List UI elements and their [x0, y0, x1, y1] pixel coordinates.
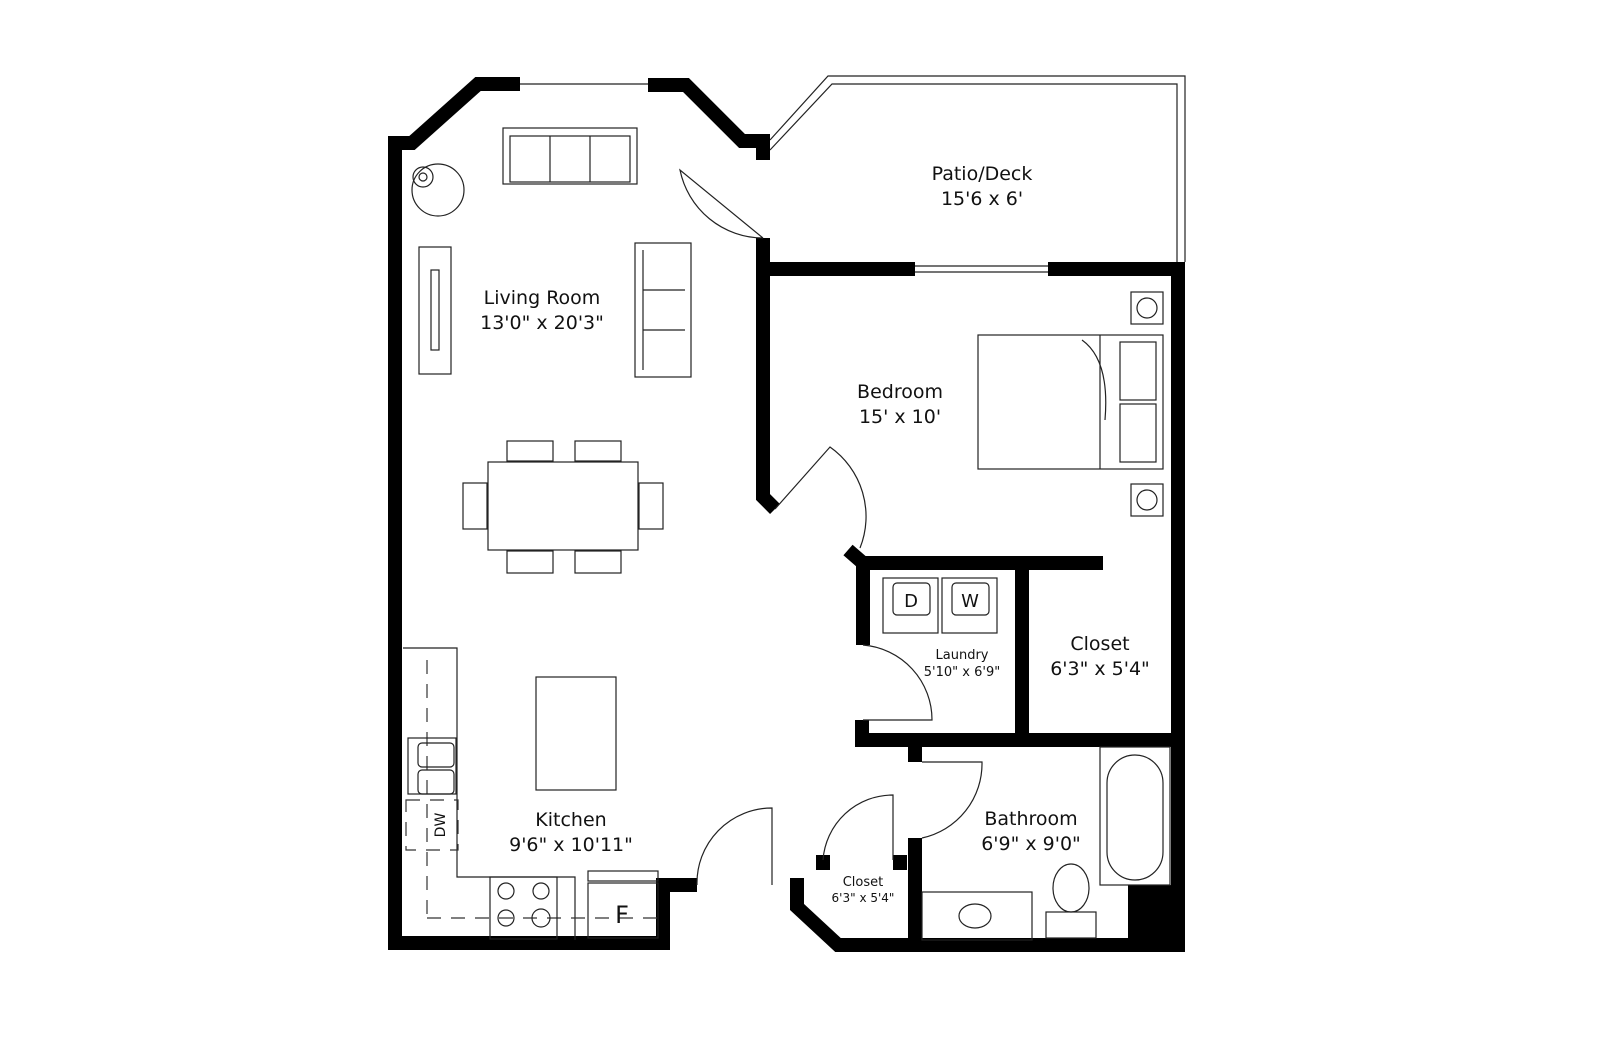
living-room-size: 13'0" x 20'3" [480, 312, 604, 334]
doors[interactable] [679, 168, 983, 886]
dishwasher [405, 799, 459, 851]
bathtub [1099, 746, 1171, 886]
vanity [921, 891, 1033, 941]
floor-lamp [411, 163, 465, 217]
kitchen-counter [403, 647, 660, 940]
washer-label: W [961, 591, 979, 612]
dryer [882, 577, 939, 634]
kitchen-size: 9'6" x 10'11" [509, 834, 633, 856]
kitchen-name: Kitchen [535, 809, 606, 831]
closet-size: 6'3" x 5'4" [1050, 658, 1150, 680]
bathroom-size: 6'9" x 9'0" [981, 833, 1081, 855]
patio-outline [769, 75, 1186, 262]
dining-table [462, 440, 664, 574]
patio-door [679, 168, 764, 239]
entry-door [696, 807, 773, 886]
walls [388, 77, 1185, 952]
windows [520, 83, 1048, 273]
fridge [587, 870, 659, 939]
bedroom-door [774, 446, 867, 549]
washer [941, 577, 998, 634]
patio-size: 15'6 x 6' [941, 188, 1023, 210]
bathroom-name: Bathroom [984, 808, 1077, 830]
entry-closet-size: 6'3" x 5'4" [832, 891, 895, 905]
bathroom-door [921, 761, 983, 839]
loveseat [634, 242, 692, 378]
laundry-name: Laundry [936, 648, 989, 663]
closet-door [822, 794, 894, 861]
sofa [502, 127, 638, 185]
bedroom-size: 15' x 10' [859, 406, 941, 428]
kitchen-island [535, 676, 617, 791]
nightstand-bottom [1130, 483, 1164, 517]
dishwasher-label: DW [433, 813, 449, 838]
bedroom-name: Bedroom [857, 381, 943, 403]
laundry-size: 5'10" x 6'9" [924, 665, 1000, 680]
entry-closet-name: Closet [843, 875, 884, 890]
sink [407, 737, 457, 795]
fridge-label: F [615, 901, 629, 929]
living-room-name: Living Room [484, 287, 601, 309]
bed [977, 334, 1164, 470]
patio-name: Patio/Deck [932, 163, 1033, 185]
closet-name: Closet [1070, 633, 1129, 655]
stove [489, 876, 558, 940]
toilet [1045, 863, 1097, 939]
furniture [403, 127, 1171, 941]
laundry-door [862, 644, 933, 721]
dryer-label: D [904, 591, 918, 612]
tv-console [418, 246, 452, 375]
nightstand-top [1130, 291, 1164, 325]
